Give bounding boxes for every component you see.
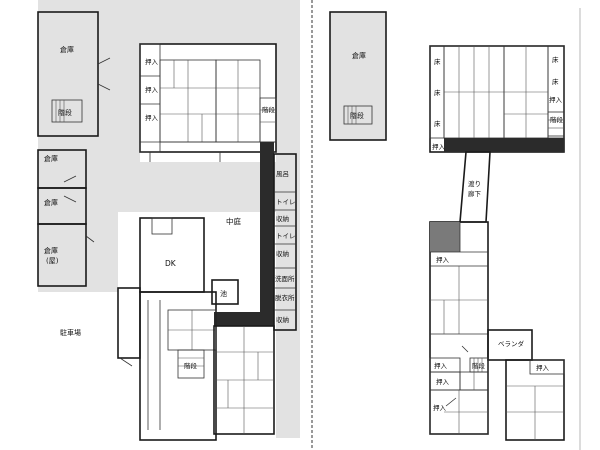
lower-wing xyxy=(139,291,275,441)
label-courtyard: 中庭 xyxy=(226,216,241,226)
label-stairs-5: 階段 xyxy=(472,361,486,370)
storehouse-upper xyxy=(329,11,387,141)
label-alcove-2: 床 xyxy=(434,88,441,97)
label-corridor-1: 渡り xyxy=(468,179,481,188)
lower-rooms-2f xyxy=(429,221,565,441)
label-closet-2b: 押入 xyxy=(432,142,446,151)
upper-rooms-2f-outline xyxy=(429,45,565,153)
label-toilet-2: トイレ xyxy=(276,232,296,240)
lower-wing-left xyxy=(139,291,217,441)
label-parking: 駐車場 xyxy=(60,328,81,337)
label-storehouse-3: 倉庫 xyxy=(44,198,58,207)
wet-area-outline xyxy=(273,153,297,331)
upper-wing xyxy=(139,43,277,162)
label-stairs-1: 階段 xyxy=(58,108,72,117)
building-footprints xyxy=(38,44,276,444)
label-toilet-1: トイレ xyxy=(276,198,296,206)
label-alcove-5: 床 xyxy=(552,77,559,86)
label-storehouse-4: 倉庫 xyxy=(44,246,58,255)
warehouse-block xyxy=(37,11,111,287)
label-pond: 池 xyxy=(220,289,227,298)
label-stairs-2: 階段 xyxy=(262,105,276,114)
corridor-vertical xyxy=(260,142,274,324)
warehouse-attic xyxy=(37,223,87,287)
label-alcove-1: 床 xyxy=(434,57,441,66)
label-attic-suffix: (屋) xyxy=(46,257,59,265)
warehouse-stair xyxy=(51,99,83,123)
label-stairs-4: 階段 xyxy=(550,115,564,124)
label-washroom: 洗面所 xyxy=(275,274,295,283)
label-closet-3e: 押入 xyxy=(433,403,447,412)
label-closet-1b: 押入 xyxy=(145,85,159,94)
corridor-horizontal xyxy=(214,312,274,326)
label-dk: DK xyxy=(165,259,177,268)
warehouse-upper xyxy=(37,11,99,137)
label-stairs-upper: 階段 xyxy=(350,111,364,120)
label-closet-2a: 押入 xyxy=(549,95,563,104)
label-closet-3c: 押入 xyxy=(536,363,550,372)
upper-rooms-2f xyxy=(429,45,565,153)
label-storehouse-1: 倉庫 xyxy=(60,45,74,54)
label-closet-1c: 押入 xyxy=(145,113,159,122)
label-storage-1: 収納 xyxy=(276,214,289,223)
label-veranda: ベランダ xyxy=(498,339,525,348)
storehouse-upper-stair xyxy=(343,105,373,125)
room-labels: 倉庫 階段 倉庫 倉庫 倉庫 (屋) 押入 押入 押入 階段 中庭 DK 池 風… xyxy=(44,45,564,412)
label-alcove-3: 床 xyxy=(434,119,441,128)
label-closet-3a: 押入 xyxy=(436,255,450,264)
label-storage-3: 収納 xyxy=(276,315,289,324)
upper-rooms-2f-stair xyxy=(547,111,565,137)
label-closet-3b: 押入 xyxy=(434,361,448,370)
label-storage-2: 収納 xyxy=(276,249,289,258)
wet-area-column xyxy=(273,153,297,331)
label-stairs-3: 階段 xyxy=(184,361,198,370)
label-closet-1a: 押入 xyxy=(145,57,159,66)
label-corridor-2: 廊下 xyxy=(468,189,482,198)
label-bath-alt: 風呂 xyxy=(276,170,289,178)
label-alcove-4: 床 xyxy=(552,55,559,64)
lower-stair xyxy=(177,349,205,379)
label-storehouse-2: 倉庫 xyxy=(44,154,58,163)
storehouse-upper-outline xyxy=(329,11,387,141)
label-storehouse-upper: 倉庫 xyxy=(352,51,366,60)
label-closet-3d: 押入 xyxy=(436,377,450,386)
label-dressing: 脱衣所 xyxy=(275,293,295,302)
